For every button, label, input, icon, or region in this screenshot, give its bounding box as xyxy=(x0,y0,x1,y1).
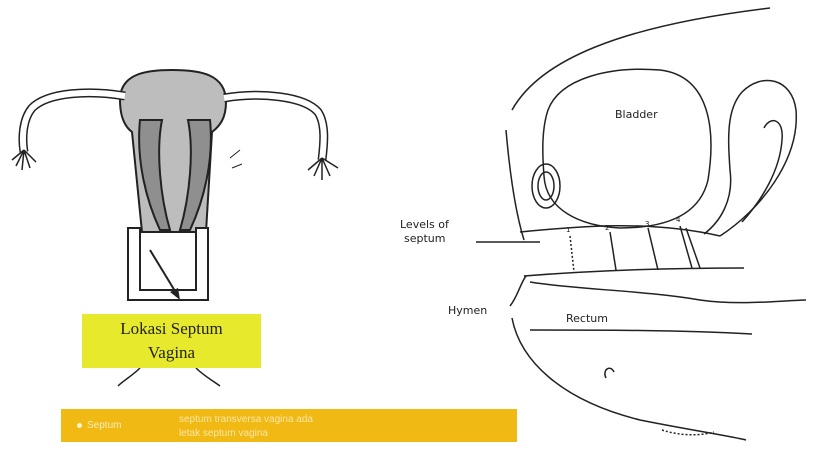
rectum-label: Rectum xyxy=(566,312,608,325)
levels-of-septum-label-line1: Levels of xyxy=(400,218,450,231)
levels-of-septum-label-line2: septum xyxy=(404,232,445,245)
rectum-outline xyxy=(530,282,806,303)
level-number-2: 2 xyxy=(605,224,609,232)
level-number-4: 4 xyxy=(676,216,681,224)
bottom-banner: Septum septum transversa vagina ada leta… xyxy=(61,409,517,442)
septum-level-4 xyxy=(680,226,692,268)
caption-line-1: Lokasi Septum xyxy=(82,317,261,341)
pelvic-section-diagram xyxy=(476,8,806,440)
left-fimbriae xyxy=(12,150,36,170)
septum-level-1 xyxy=(570,236,574,272)
hymen-leader-line xyxy=(510,276,526,306)
hymen-label: Hymen xyxy=(448,304,487,317)
anal-fold xyxy=(605,368,614,378)
vulva-outline xyxy=(118,368,220,386)
banner-line-2: letak septum vagina xyxy=(179,428,268,439)
vaginal-canal xyxy=(128,228,208,300)
bladder-outline xyxy=(543,69,711,228)
septum-level-2 xyxy=(610,232,616,270)
right-fimbriae xyxy=(308,158,338,180)
septum-level-3 xyxy=(648,228,658,270)
buttock-outline xyxy=(512,318,746,440)
bullet-icon xyxy=(77,423,82,428)
level-number-3: 3 xyxy=(645,220,649,228)
banner-line-1: septum transversa vagina ada xyxy=(179,414,313,425)
caption-line-2: Vagina xyxy=(82,341,261,365)
outer-body-outline xyxy=(512,8,770,110)
bladder-label: Bladder xyxy=(615,108,658,121)
level-number-1: 1 xyxy=(566,226,570,234)
vagina-wall-bottom xyxy=(524,268,744,276)
banner-lead-text: Septum xyxy=(87,420,121,431)
septum-location-caption: Lokasi Septum Vagina xyxy=(82,314,261,368)
pubic-outline xyxy=(506,130,524,240)
